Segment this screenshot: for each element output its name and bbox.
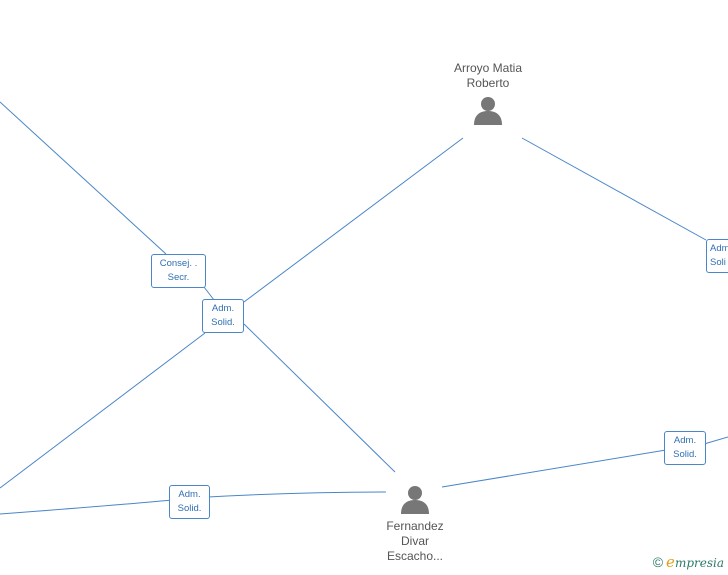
edge-topleft-consej	[0, 101, 167, 255]
person-node-arroyo[interactable]: Arroyo Matia Roberto	[433, 61, 543, 125]
role-box-consej[interactable]: Consej. . Secr.	[151, 254, 206, 288]
person-name: Arroyo Matia Roberto	[453, 61, 523, 90]
role-box-adm-center[interactable]: Adm. Solid.	[202, 299, 244, 333]
role-box-adm-right[interactable]: Adm. Solid.	[664, 431, 706, 465]
logo-initial: e	[666, 553, 675, 571]
role-box-adm-bottom-left[interactable]: Adm. Solid.	[169, 485, 210, 519]
edge-adm-bottomleft	[0, 332, 206, 489]
edge-adm-fernandez-curve	[207, 491, 387, 498]
brand-logo: ©empresia	[653, 553, 724, 571]
edge-adm-arroyo	[243, 137, 464, 303]
edge-consej-adm	[203, 286, 215, 301]
logo-text: mpresia	[674, 556, 724, 570]
person-name: Fernandez Divar Escacho...	[386, 519, 444, 563]
edge-admright-offscreen	[703, 436, 728, 445]
copyright-icon: ©	[652, 554, 664, 570]
edge-adm-fernandez	[243, 323, 396, 473]
person-icon	[474, 97, 502, 125]
person-icon	[401, 486, 429, 514]
person-node-fernandez[interactable]: Fernandez Divar Escacho...	[360, 484, 470, 564]
role-box-adm-top-right[interactable]: Adm. Soli	[706, 239, 728, 273]
edge-arroyo-admtopright	[521, 137, 707, 241]
edge-fernandez-admright	[441, 449, 667, 488]
edge-left-adm-fernandez	[0, 499, 173, 515]
